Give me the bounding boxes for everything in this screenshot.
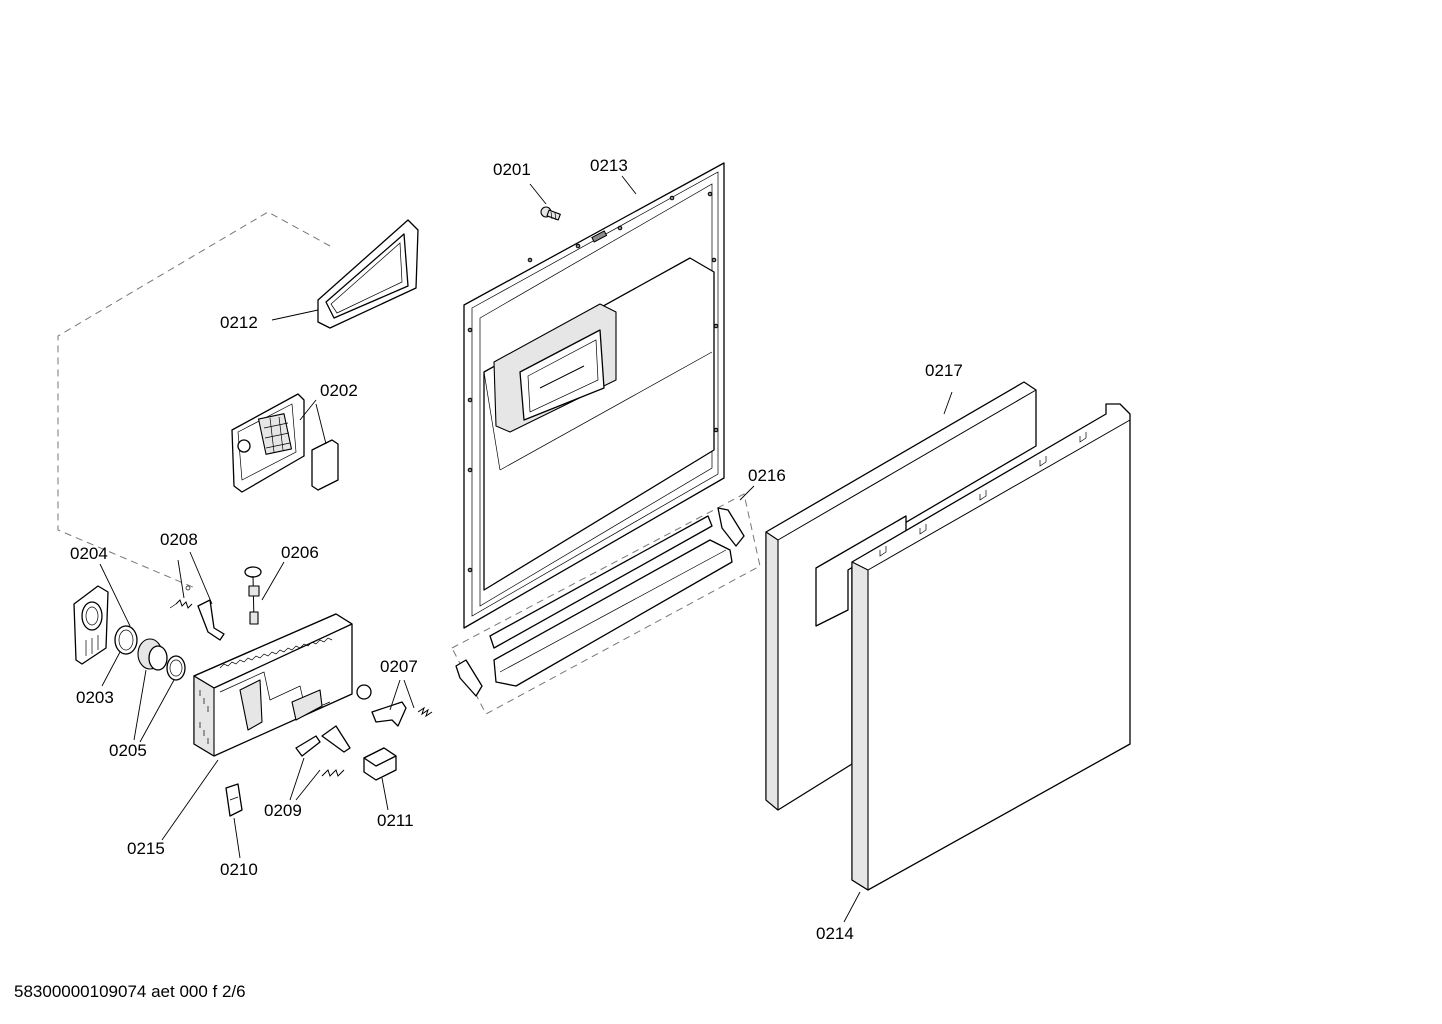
assembly-outline — [57, 211, 331, 589]
part-label-0209: 0209 — [264, 801, 302, 820]
part-label-0208: 0208 — [160, 530, 198, 549]
dispenser-body — [193, 613, 353, 757]
part-label-0210: 0210 — [220, 860, 258, 879]
lever-0207 — [356, 684, 433, 727]
gasket-ring — [114, 625, 138, 655]
part-label-0211: 0211 — [377, 811, 414, 830]
part-label-0215: 0215 — [127, 839, 165, 858]
part-label-0216: 0216 — [748, 466, 786, 485]
part-label-0213: 0213 — [590, 156, 628, 175]
lever-0209 — [295, 725, 351, 777]
part-label-0206: 0206 — [281, 543, 319, 562]
inner-door-panel — [463, 162, 725, 629]
part-label-0207: 0207 — [380, 657, 418, 676]
part-label-0202: 0202 — [320, 381, 358, 400]
rinse-aid-cover — [231, 393, 339, 493]
part-label-0214: 0214 — [816, 924, 854, 943]
leader-lines — [99, 175, 953, 923]
outer-door-panel-front — [851, 403, 1131, 891]
part-label-0201: 0201 — [493, 160, 531, 179]
hinge-trim-group — [451, 493, 761, 715]
pin-0206 — [244, 566, 262, 625]
part-label-0212: 0212 — [220, 313, 258, 332]
button-assembly — [137, 638, 186, 681]
switch-0211 — [363, 747, 397, 781]
part-label-0203: 0203 — [76, 688, 114, 707]
screw-0201 — [540, 206, 561, 221]
dispenser-seal-frame — [317, 219, 419, 329]
part-label-0217: 0217 — [925, 361, 963, 380]
document-reference: 58300000109074 aet 000 f 2/6 — [14, 982, 246, 1001]
clip-0210 — [225, 783, 243, 817]
spring-0208 — [169, 585, 225, 641]
part-label-0204: 0204 — [70, 544, 108, 563]
part-label-0205: 0205 — [109, 741, 147, 760]
dispenser-lid — [73, 585, 109, 665]
